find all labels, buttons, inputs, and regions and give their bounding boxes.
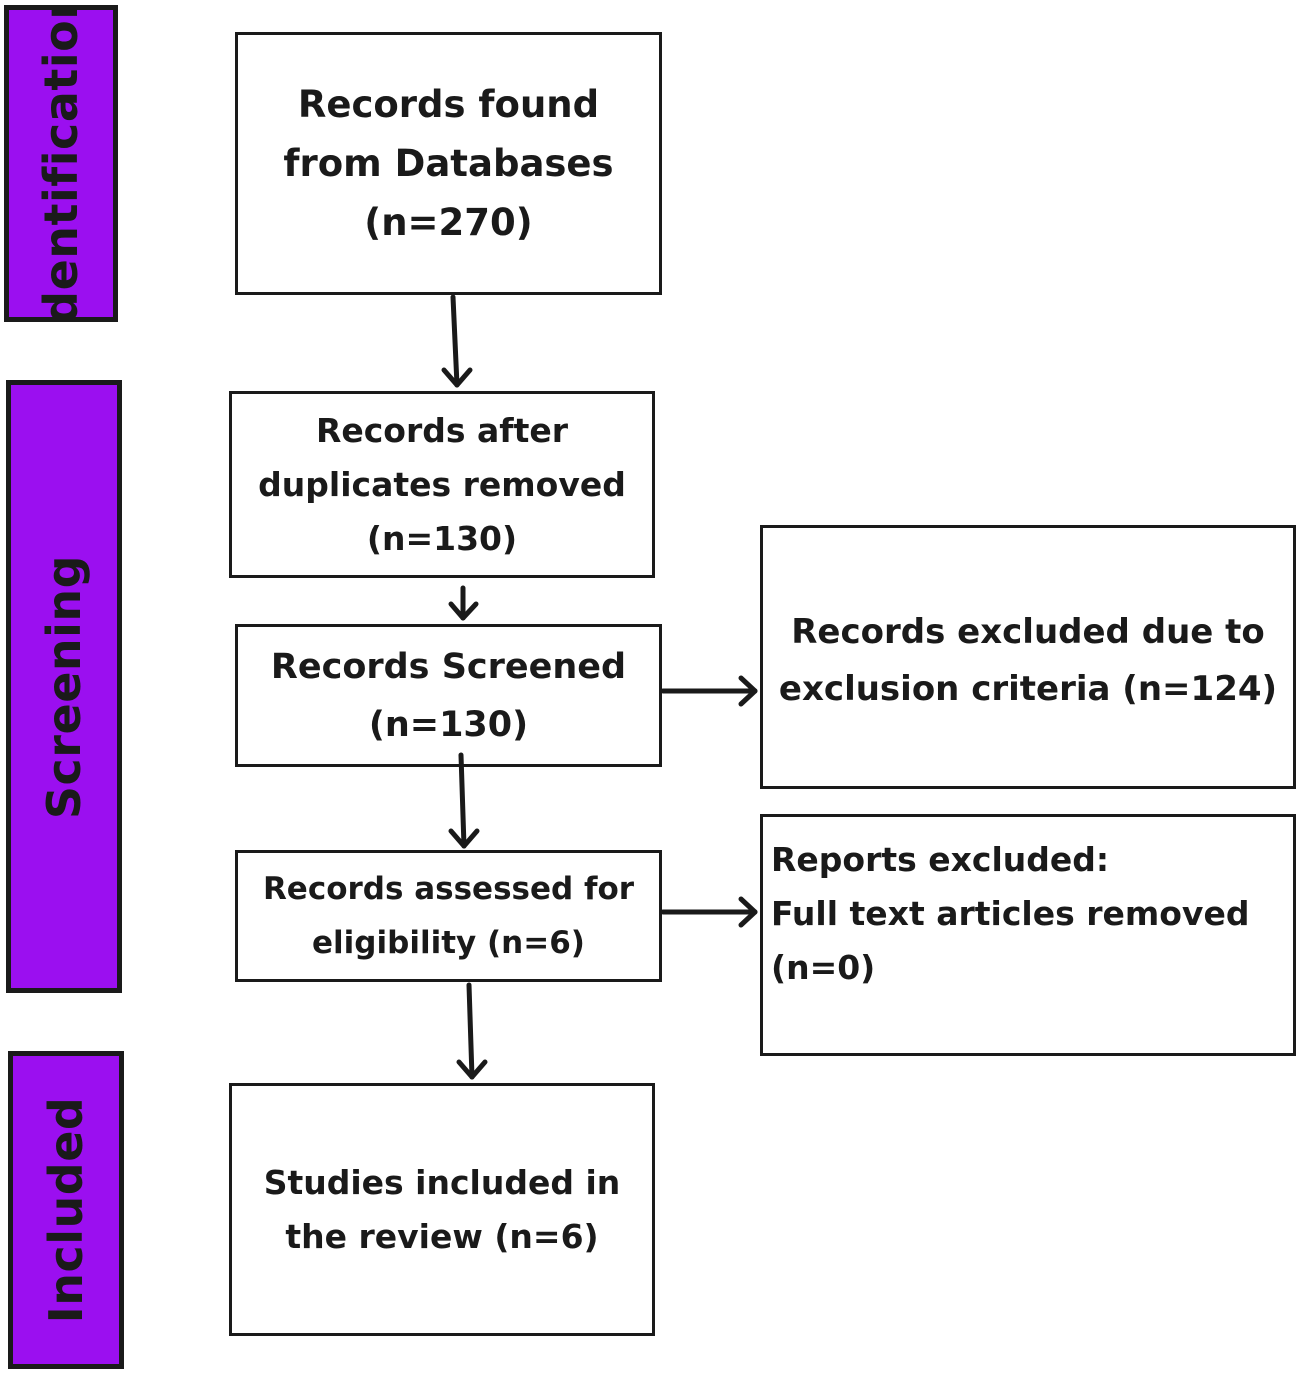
arrowhead-duplicates-to-screened [448, 601, 479, 621]
after-duplicates-box: Records after duplicates removed (n=130) [229, 391, 655, 578]
arrow-assessed-to-included [466, 982, 475, 1080]
excluded-criteria-line-1: Records excluded due to [791, 612, 1265, 652]
phase-identification-label: Identification [34, 5, 88, 322]
screened-line-2: (n=130) [368, 704, 529, 745]
records-found-box: Records found from Databases (n=270) [235, 32, 662, 295]
phase-included-label: Included [39, 1096, 93, 1324]
arrowhead-screened-to-assessed [448, 828, 480, 849]
records-found-line-3: (n=270) [364, 201, 533, 244]
phase-screening-label: Screening [37, 554, 91, 819]
included-studies-line-2: the review (n=6) [285, 1216, 599, 1256]
assessed-box: Records assessed for eligibility (n=6) [235, 850, 662, 982]
arrowhead-assessed-to-reports [738, 896, 758, 928]
included-studies-line-1: Studies included in [263, 1162, 621, 1202]
arrowhead-assessed-to-included [456, 1059, 488, 1080]
screened-line-1: Records Screened [270, 646, 627, 687]
arrowhead-screened-to-excluded [738, 675, 758, 707]
assessed-line-1: Records assessed for [262, 871, 635, 907]
reports-excluded-line-2: Full text articles removed [771, 894, 1250, 933]
records-found-line-2: from Databases [283, 142, 614, 185]
reports-excluded-line-1: Reports excluded: [771, 840, 1110, 879]
reports-excluded-line-3: (n=0) [771, 948, 876, 987]
records-found-line-1: Records found [297, 83, 600, 126]
after-duplicates-line-3: (n=130) [366, 518, 518, 558]
after-duplicates-line-1: Records after [315, 410, 569, 450]
phase-screening: Screening [6, 380, 122, 993]
arrow-screened-to-assessed [458, 752, 467, 849]
included-studies-box: Studies included in the review (n=6) [229, 1083, 655, 1336]
phase-included: Included [8, 1051, 124, 1369]
assessed-line-2: eligibility (n=6) [312, 925, 585, 961]
after-duplicates-line-2: duplicates removed [258, 464, 626, 504]
screened-box: Records Screened (n=130) [235, 624, 662, 767]
excluded-criteria-line-2: exclusion criteria (n=124) [778, 669, 1278, 709]
arrow-found-to-duplicates [450, 294, 460, 388]
excluded-criteria-box: Records excluded due to exclusion criter… [760, 525, 1296, 789]
phase-identification: Identification [4, 5, 118, 322]
arrowhead-found-to-duplicates [441, 367, 473, 388]
reports-excluded-box: Reports excluded: Full text articles rem… [760, 814, 1296, 1056]
